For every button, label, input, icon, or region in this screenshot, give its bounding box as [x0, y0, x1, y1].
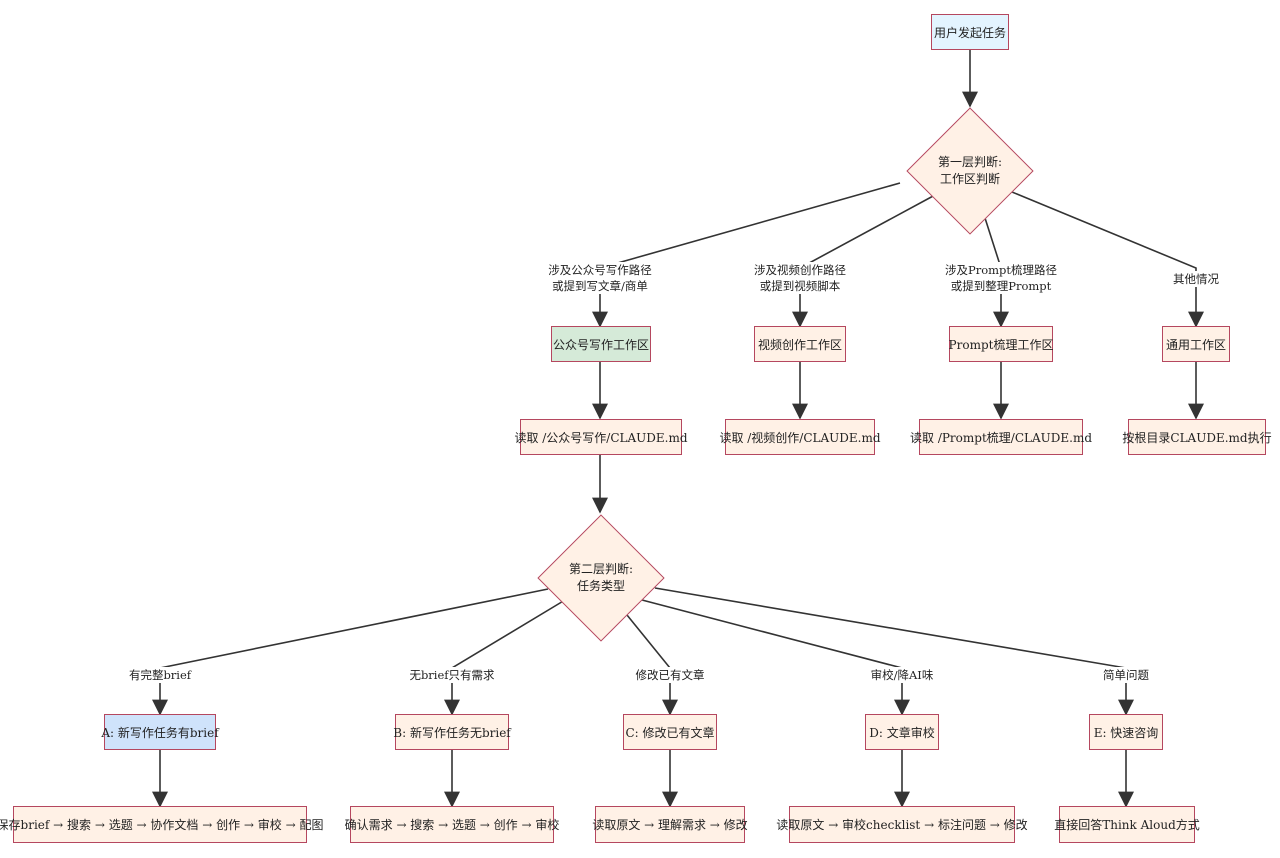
edge-layer2-c [626, 614, 678, 716]
node-read-prompt: 读取 /Prompt梳理/CLAUDE.md [910, 419, 1092, 455]
edge-label-other: 其他情况 [1173, 271, 1219, 287]
node-ws-prompt: Prompt梳理工作区 [949, 326, 1053, 362]
node-task-b: B: 新写作任务无brief [393, 714, 511, 750]
node-flow-b: 确认需求 → 搜索 → 选题 → 创作 → 审校 [345, 806, 559, 843]
edge-label-a: 有完整brief [128, 667, 192, 683]
layer2-label-line1: 第二层判断: [568, 562, 634, 576]
edge-layer1-gzh [592, 182, 901, 328]
edge-label-gzh-line1: 涉及公众号写作路径 [548, 263, 652, 277]
layer1-label: 第一层判断: 工作区判断 [910, 154, 1030, 188]
node-ws-video: 视频创作工作区 [754, 326, 846, 362]
edge-label-video-line1: 涉及视频创作路径 [754, 263, 846, 277]
edge-label-prompt-line2: 或提到整理Prompt [950, 279, 1052, 293]
node-task-c: C: 修改已有文章 [623, 714, 717, 750]
edge-layer1-general [1011, 191, 1204, 328]
edge-label-e: 简单问题 [1103, 667, 1149, 683]
edge-layer2-b [444, 599, 566, 716]
edge-layer2-d [641, 599, 910, 716]
edge-label-d: 审校/降AI味 [870, 667, 934, 683]
node-start: 用户发起任务 [931, 14, 1009, 50]
layer2-label-line2: 任务类型 [576, 579, 625, 593]
edge-layer2-a [152, 588, 549, 716]
edge-label-prompt-line1: 涉及Prompt梳理路径 [944, 263, 1058, 277]
edge-layer1-video [792, 194, 936, 328]
edge-label-c: 修改已有文章 [635, 667, 705, 683]
node-flow-d: 读取原文 → 审校checklist → 标注问题 → 修改 [776, 806, 1028, 843]
edge-label-gzh: 涉及公众号写作路径 或提到写文章/商单 [548, 262, 652, 294]
edge-label-video: 涉及视频创作路径 或提到视频脚本 [754, 262, 846, 294]
node-flow-c: 读取原文 → 理解需求 → 修改 [592, 806, 748, 843]
node-flow-a: 保存brief → 搜索 → 选题 → 协作文档 → 创作 → 审校 → 配图 [0, 806, 323, 843]
node-read-general: 按根目录CLAUDE.md执行 [1122, 419, 1272, 455]
node-task-d: D: 文章审校 [865, 714, 939, 750]
edge-label-prompt: 涉及Prompt梳理路径 或提到整理Prompt [944, 262, 1058, 294]
node-flow-e: 直接回答Think Aloud方式 [1054, 806, 1200, 843]
edge-label-video-line2: 或提到视频脚本 [759, 279, 841, 293]
node-read-gzh: 读取 /公众号写作/CLAUDE.md [514, 419, 688, 455]
node-task-a: A: 新写作任务有brief [101, 714, 219, 750]
node-ws-general: 通用工作区 [1162, 326, 1230, 362]
layer2-label: 第二层判断: 任务类型 [541, 561, 661, 595]
node-ws-gzh: 公众号写作工作区 [551, 326, 651, 362]
layer1-label-line2: 工作区判断 [939, 172, 1000, 186]
edge-label-gzh-line2: 或提到写文章/商单 [552, 279, 648, 293]
edge-layer2-e [654, 587, 1134, 716]
edge-label-b: 无brief只有需求 [409, 667, 495, 683]
node-task-e: E: 快速咨询 [1089, 714, 1163, 750]
node-read-video: 读取 /视频创作/CLAUDE.md [719, 419, 881, 455]
layer1-label-line1: 第一层判断: [937, 155, 1003, 169]
